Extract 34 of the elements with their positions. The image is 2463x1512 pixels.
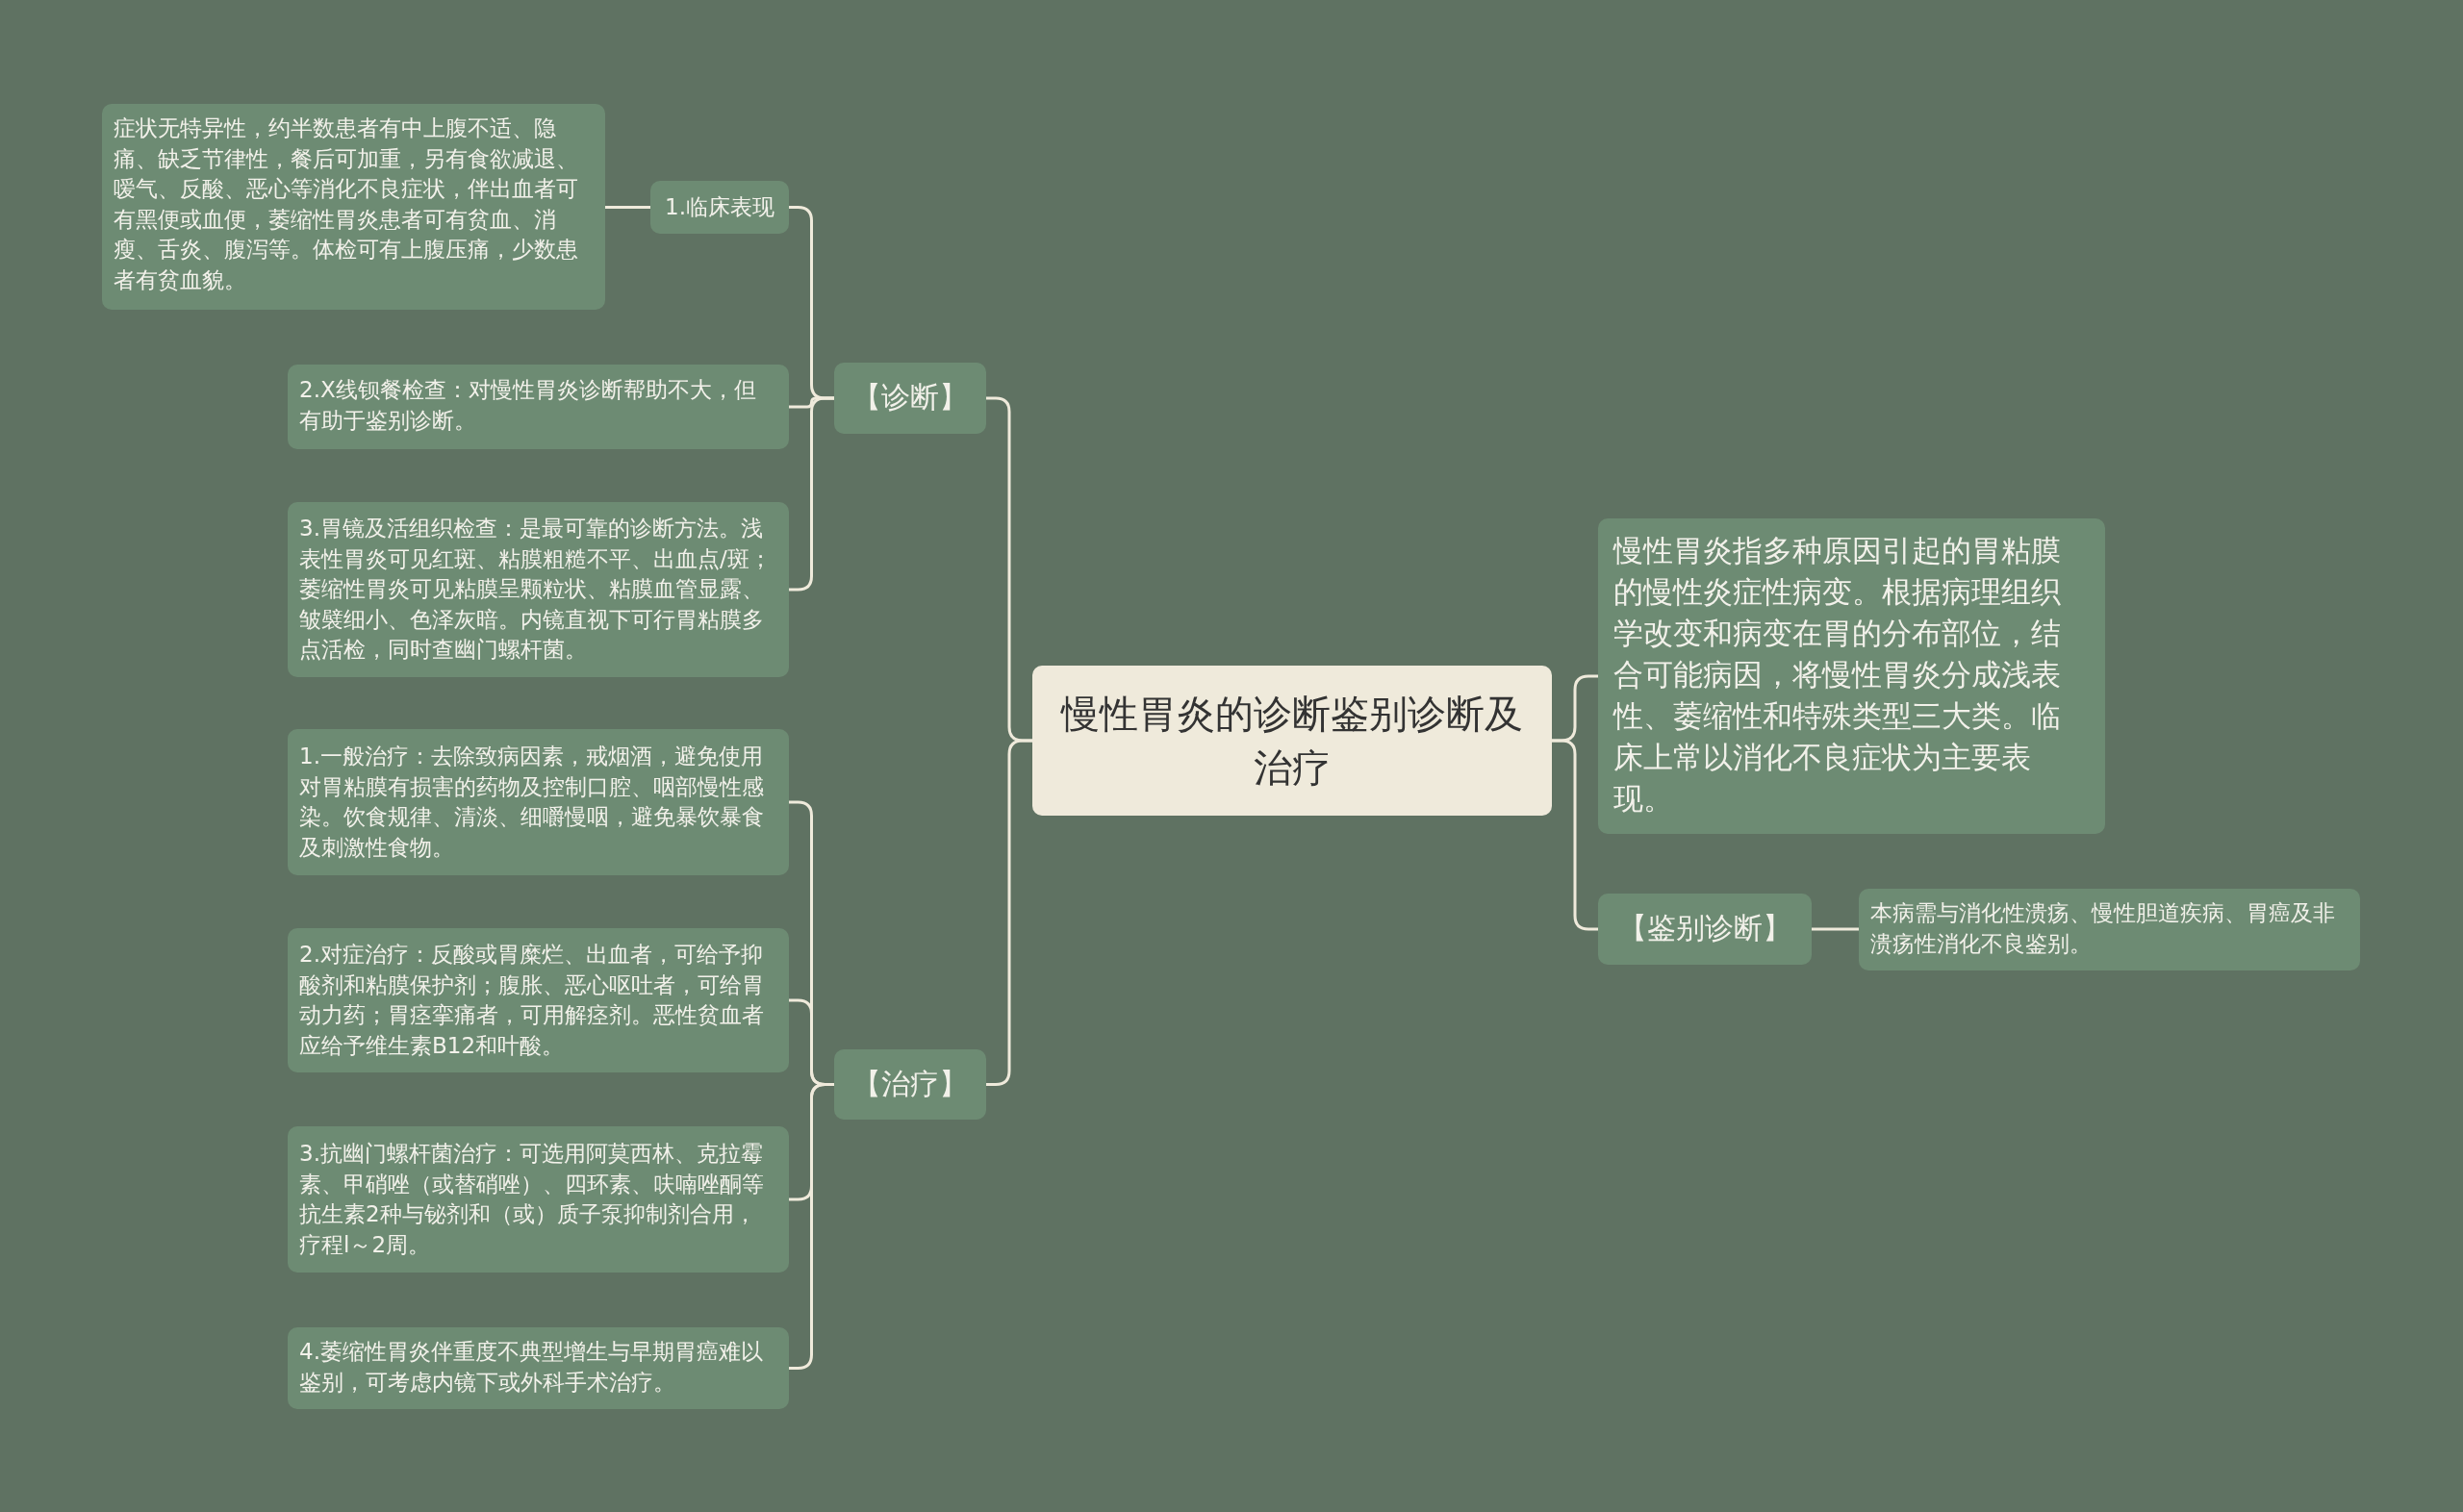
topic-text: 慢性胃炎的诊断鉴别诊断及治疗: [1059, 691, 1524, 792]
connector-line: [605, 206, 650, 209]
branch-box: [1598, 894, 1812, 965]
note-box: [288, 1126, 789, 1273]
note-box: [1598, 518, 2105, 834]
branch-box: [650, 181, 789, 234]
note-box: [1859, 889, 2360, 970]
note-text: 3.胃镜及活组织检查：是最可靠的诊断方法。浅表性胃炎可见红斑、粘膜粗糙不平、出血点/斑；萎缩性胃炎可见粘膜呈颗粒状、粘膜血管显露、皱襞细小、色泽灰暗。内镜直视下可行胃粘膜多点活检，同时查幽门螺杆菌。: [299, 515, 773, 664]
note-text: 本病需与消化性溃疡、慢性胆道疾病、胃癌及非溃疡性消化不良鉴别。: [1870, 899, 2336, 958]
connector-line: [1552, 739, 1598, 931]
branch-label: 1.临床表现: [664, 193, 775, 221]
branch-box: [834, 1049, 986, 1120]
connector-line: [986, 739, 1032, 1086]
note-text: 2.X线钡餐检查：对慢性胃炎诊断帮助不大，但有助于鉴别诊断。: [299, 376, 757, 435]
note-text: 症状无特异性，约半数患者有中上腹不适、隐痛、缺乏节律性，餐后可加重，另有食欲减退、嗳气、反酸、恶心等消化不良症状，伴出血者可有黑便或血便，萎缩性胃炎患者可有贫血、消瘦、舌炎、腹泻等。体检可有上腹压痛，少数患者有贫血貌。: [114, 114, 579, 294]
note-box: [288, 365, 789, 449]
connector-line: [789, 1083, 834, 1370]
note-text: 慢性胃炎指多种原因引起的胃粘膜的慢性炎症性病变。根据病理组织学改变和病变在胃的分布部位，结合可能病因，将慢性胃炎分成浅表性、萎缩性和特殊类型三大类。临床上常以消化不良症状为主要表现。: [1613, 532, 2062, 818]
note-text: 1.一般治疗：去除致病因素，戒烟酒，避免使用对胃粘膜有损害的药物及控制口腔、咽部慢性感染。饮食规律、清淡、细嚼慢咽，避免暴饮暴食及刺激性食物。: [299, 743, 765, 862]
branch-label: 【鉴别诊断】: [1617, 910, 1792, 946]
branch-box: [834, 363, 986, 434]
note-text: 3.抗幽门螺杆菌治疗：可选用阿莫西林、克拉霉素、甲硝唑（或替硝唑）、四环素、呋喃唑酮等抗生素2种与铋剂和（或）质子泵抑制剂合用，疗程l～2周。: [299, 1140, 765, 1259]
note-box: [288, 729, 789, 875]
note-text: 2.对症治疗：反酸或胃糜烂、出血者，可给予抑酸剂和粘膜保护剂；腹胀、恶心呕吐者，可给胃动力药；胃痉挛痛者，可用解痉剂。恶性贫血者应给予维生素B12和叶酸。: [299, 941, 765, 1060]
note-box: [288, 928, 789, 1072]
note-box: [288, 502, 789, 677]
note-text: 4.萎缩性胃炎伴重度不典型增生与早期胃癌难以鉴别，可考虑内镜下或外科手术治疗。: [299, 1338, 764, 1397]
topic-box: [1032, 666, 1552, 816]
note-box: [102, 104, 605, 310]
note-box: [288, 1327, 789, 1409]
branch-label: 【诊断】: [851, 379, 969, 416]
branch-label: 【治疗】: [851, 1066, 969, 1102]
connector-line: [789, 396, 834, 592]
connector-line: [1812, 927, 1859, 931]
